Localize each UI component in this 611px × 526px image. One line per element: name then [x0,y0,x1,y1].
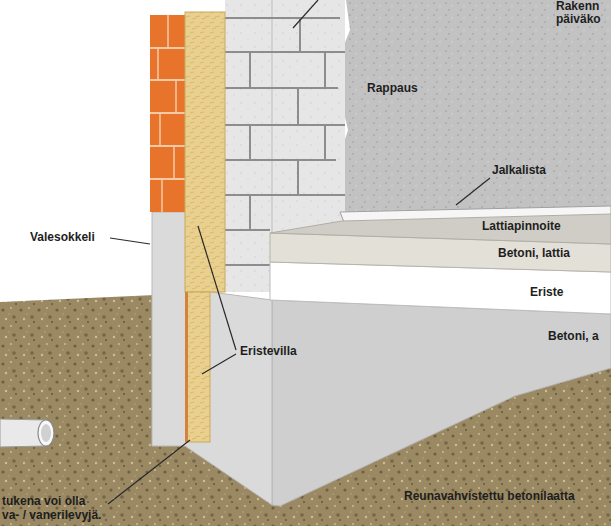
part-label: Lattiapinnoite [482,220,561,233]
foundation-side [272,300,611,506]
leader-line [456,178,490,205]
leader-line [198,226,236,350]
part-label: tukena voi olla [2,495,85,508]
part-label: Rakenn [556,0,599,13]
leader-line [108,440,190,504]
drain-pipe-hole [41,424,51,442]
plaster [330,0,611,220]
part-label: Betoni, a [548,330,599,343]
leader-lines [108,0,490,504]
block-joint [250,18,325,230]
soil [0,295,611,526]
part-label: Valesokkeli [30,231,95,244]
floor-surface [270,214,611,244]
mineral-wool [186,292,210,442]
drain-pipe-end [38,420,54,446]
brick-joint [158,15,176,212]
part-label: Eristevilla [240,345,297,358]
brick-joint [150,48,185,179]
part-label: va- / vanerilevyjä. [2,509,101,522]
part-label: Betoni, lattia [498,247,570,260]
part-label: Eriste [530,286,563,299]
brick-facade [150,15,185,212]
leader-line [110,238,150,244]
part-label: Rappaus [367,82,418,95]
part-label: päiväko [556,13,601,26]
leader-line [293,0,318,28]
leader-line [202,354,236,374]
brick-joints [150,15,185,212]
part-label: Jalkalista [492,164,546,177]
part-label: Reunavahvistettu betonilaatta [404,490,575,503]
support-board [185,292,188,442]
